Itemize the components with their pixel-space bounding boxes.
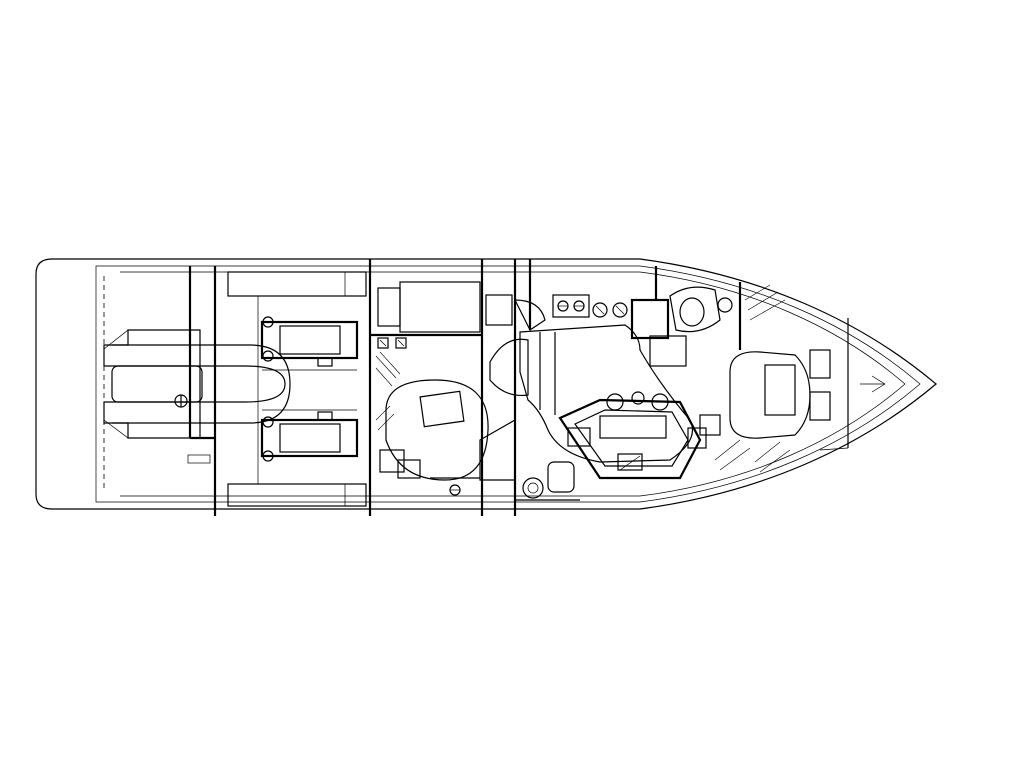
engine-room: [213, 259, 372, 516]
forward-hatching: [744, 284, 786, 321]
saloon-galley: [489, 294, 694, 463]
dinette: [558, 391, 707, 480]
bow: [819, 318, 886, 451]
stairs: [479, 259, 546, 516]
aft-cabin-hatching: [375, 351, 401, 431]
aft-cabin: [370, 281, 489, 496]
forward-cabin-hatching: [714, 439, 791, 473]
port-engine: [260, 316, 359, 371]
forward-bathroom: [654, 266, 786, 350]
hull-outline: [35, 258, 937, 510]
forward-cabin: [699, 349, 831, 473]
aft-bathroom: [515, 461, 580, 501]
starboard-engine: [260, 409, 359, 462]
galley-sink: [630, 298, 687, 367]
galley-counter: [552, 294, 628, 318]
